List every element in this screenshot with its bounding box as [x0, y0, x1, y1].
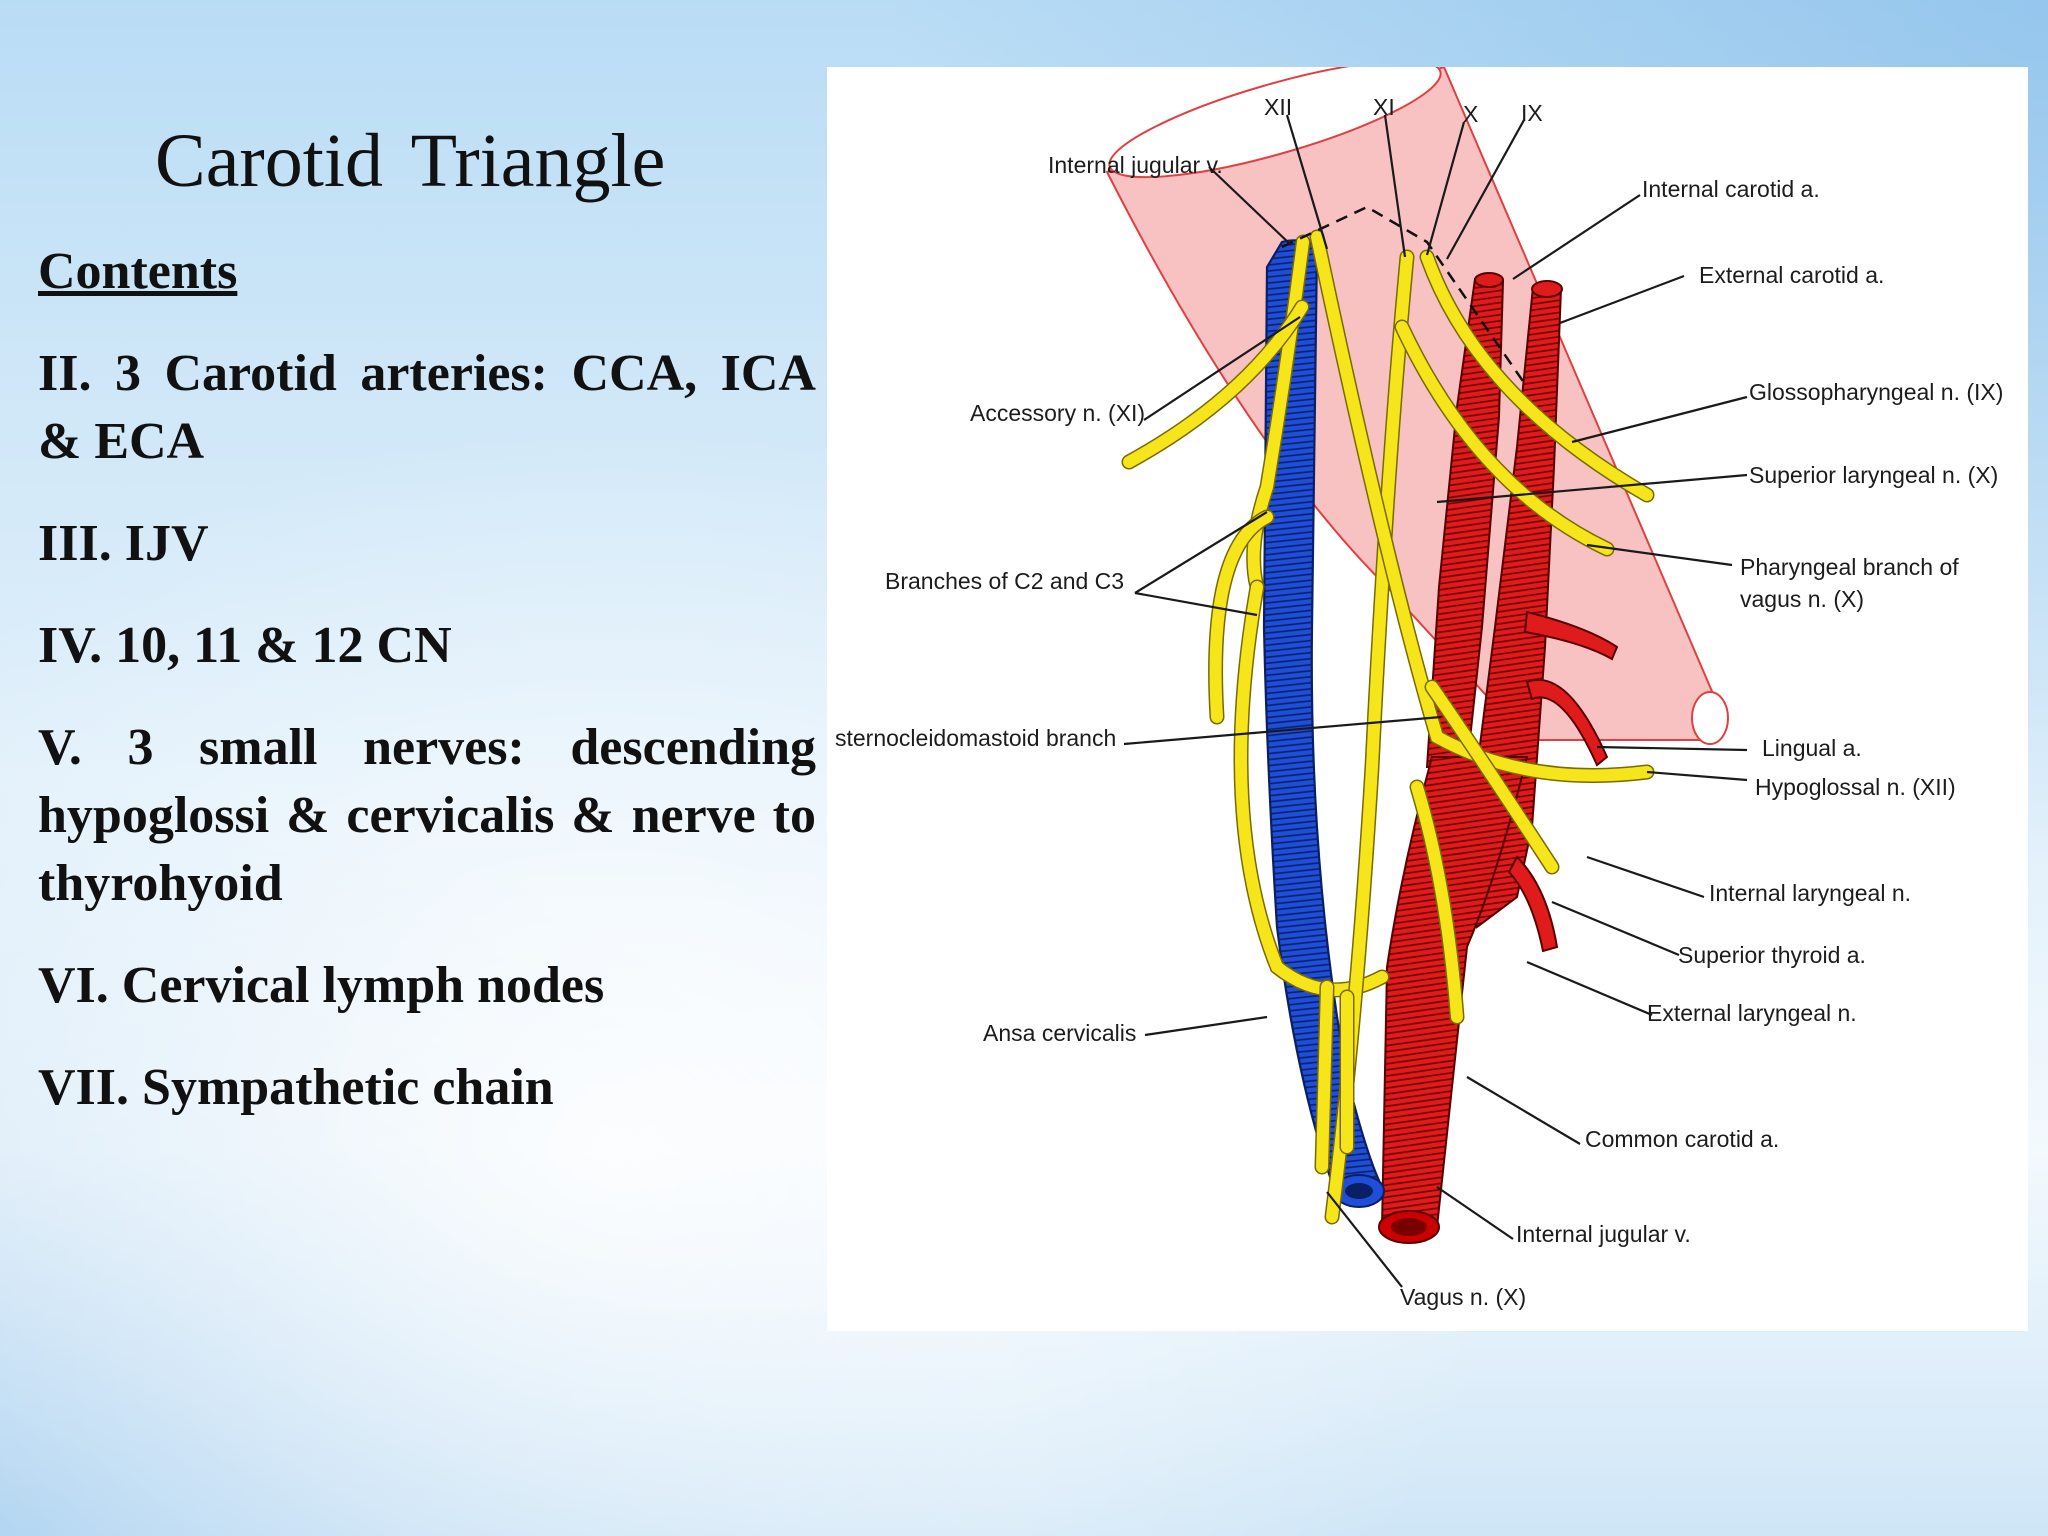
label-internal-carotid: Internal carotid a.: [1642, 176, 1820, 202]
diagram-svg: XII XI X IX Internal jugular v. Internal…: [835, 67, 2003, 1310]
label-superior-thyroid: Superior thyroid a.: [1678, 942, 1866, 968]
nerves-group: [1121, 229, 1655, 1225]
muscle-top-ellipse: [1108, 67, 1442, 179]
label-accessory: Accessory n. (XI): [970, 400, 1145, 426]
label-internal-jugular-bottom: Internal jugular v.: [1516, 1221, 1691, 1247]
label-sternocleidomastoid: sternocleidomastoid branch: [835, 725, 1116, 751]
internal-jugular-lumen: [1345, 1183, 1373, 1199]
label-pharyngeal-branch-2: vagus n. (X): [1740, 586, 1864, 612]
contents-list: Contents II. 3 Carotid arteries: CCA, IC…: [38, 238, 816, 1156]
common-carotid-lumen: [1391, 1218, 1427, 1236]
label-hypoglossal: Hypoglossal n. (XII): [1755, 774, 1956, 800]
contents-item-cranial-nerves: IV. 10, 11 & 12 CN: [38, 617, 452, 674]
leader-lines: [1123, 114, 1748, 1288]
label-external-laryngeal: External laryngeal n.: [1647, 1000, 1857, 1026]
label-superior-laryngeal: Superior laryngeal n. (X): [1749, 462, 1998, 488]
label-pharyngeal-branch-1: Pharyngeal branch of: [1740, 554, 1959, 580]
internal-jugular-vein: [1262, 239, 1384, 1199]
label-glossopharyngeal: Glossopharyngeal n. (IX): [1749, 379, 2003, 405]
facial-artery-branch: [1523, 610, 1619, 661]
dashed-nerve-path: [1281, 205, 1529, 388]
slide-title: Carotid Triangle: [155, 119, 666, 203]
label-internal-laryngeal: Internal laryngeal n.: [1709, 880, 1911, 906]
contents-item-carotid-arteries: II. 3 Carotid arteries: CCA, ICA & ECA: [38, 345, 816, 470]
lingual-artery: [1525, 678, 1609, 767]
carotid-triangle-diagram: XII XI X IX Internal jugular v. Internal…: [827, 67, 2028, 1331]
contents-item-ijv: III. IJV: [38, 515, 209, 572]
label-branches-c2-c3: Branches of C2 and C3: [885, 568, 1124, 594]
label-external-carotid: External carotid a.: [1699, 262, 1884, 288]
label-xii: XII: [1264, 94, 1292, 120]
superior-thyroid-artery: [1507, 855, 1559, 953]
label-x: X: [1463, 101, 1478, 127]
label-common-carotid: Common carotid a.: [1585, 1126, 1779, 1152]
label-vagus: Vagus n. (X): [1400, 1284, 1526, 1310]
label-lingual: Lingual a.: [1762, 735, 1862, 761]
contents-item-lymph-nodes: VI. Cervical lymph nodes: [38, 957, 605, 1014]
muscle-cut-end: [1691, 691, 1729, 745]
label-ix: IX: [1521, 100, 1543, 126]
internal-carotid-top: [1474, 272, 1504, 288]
contents-heading: Contents: [38, 243, 238, 300]
label-ansa-cervicalis: Ansa cervicalis: [983, 1020, 1136, 1046]
label-internal-jugular-top: Internal jugular v.: [1048, 152, 1223, 178]
contents-item-sympathetic-chain: VII. Sympathetic chain: [38, 1059, 554, 1116]
contents-item-small-nerves: V. 3 small nerves: descending hypoglossi…: [38, 719, 816, 912]
external-carotid-top: [1531, 280, 1563, 298]
label-xi: XI: [1373, 94, 1395, 120]
